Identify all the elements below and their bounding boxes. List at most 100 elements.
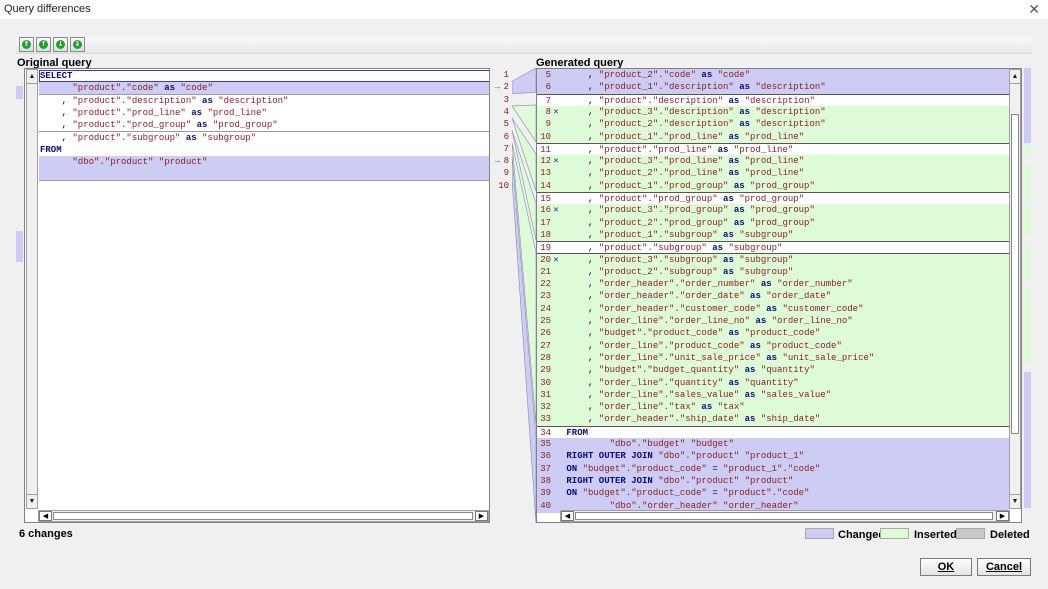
- diff-gutter: 12→345678→910: [490, 68, 512, 523]
- sync-arrow-icon[interactable]: →: [490, 81, 500, 93]
- scroll-left-icon[interactable]: ◀: [39, 511, 52, 521]
- changed-marker[interactable]: [16, 231, 23, 262]
- sql-identifier: "prod_line": [734, 145, 793, 155]
- sql-identifier: "prod_group": [750, 205, 815, 215]
- original-query-pane[interactable]: ▲ ▼ SELECT "product"."code" as "code" , …: [24, 68, 490, 523]
- sql-identifier: "product_1"."prod_line": [599, 132, 723, 142]
- scroll-down-icon[interactable]: ▼: [27, 494, 37, 508]
- sql-identifier: "prod_line": [745, 132, 804, 142]
- code-line: 34 FROM: [537, 426, 1009, 439]
- inserted-marker[interactable]: [1024, 244, 1031, 279]
- scroll-thumb[interactable]: [1011, 114, 1019, 434]
- remove-icon[interactable]: ✕: [551, 106, 561, 119]
- inserted-swatch: [880, 528, 909, 539]
- sync-arrow-icon[interactable]: →: [490, 155, 500, 167]
- line-number: 37: [537, 463, 551, 476]
- next-diff-button[interactable]: ↓: [53, 37, 68, 52]
- code-line: 11 , "product"."prod_line" as "prod_line…: [537, 143, 1009, 156]
- line-number: 28: [537, 352, 551, 365]
- remove-icon[interactable]: ✕: [551, 155, 561, 168]
- sql-identifier: "order_line"."tax": [599, 402, 696, 412]
- sql-text: ,: [566, 119, 598, 129]
- sql-identifier: "product_3"."description": [599, 107, 734, 117]
- sql-keyword: as: [739, 365, 761, 375]
- code-line: 26 , "budget"."product_code" as "product…: [537, 327, 1009, 340]
- inserted-marker[interactable]: [1024, 288, 1031, 363]
- sql-identifier: "description": [755, 82, 825, 92]
- legend-deleted: Deleted: [990, 529, 1030, 541]
- line-number: 35: [537, 438, 551, 451]
- sql-keyword: as: [723, 328, 745, 338]
- sql-text: =: [707, 488, 723, 498]
- right-vertical-scrollbar[interactable]: ▲ ▼: [1009, 69, 1021, 509]
- sql-identifier: "product"."prod_group": [72, 120, 191, 130]
- code-line: 19 , "product"."subgroup" as "subgroup": [537, 241, 1009, 254]
- code-line: 8✕ , "product_3"."description" as "descr…: [537, 106, 1009, 119]
- inserted-marker[interactable]: [1024, 143, 1031, 156]
- code-line: 12✕ , "product_3"."prod_line" as "prod_l…: [537, 155, 1009, 168]
- code-line: 21 , "product_2"."subgroup" as "subgroup…: [537, 266, 1009, 279]
- left-vertical-scrollbar[interactable]: ▲ ▼: [26, 69, 38, 509]
- code-line: 29 , "budget"."budget_quantity" as "quan…: [537, 364, 1009, 377]
- scroll-thumb[interactable]: [53, 512, 473, 520]
- sql-identifier: "prod_group": [750, 218, 815, 228]
- scroll-up-icon[interactable]: ▲: [1010, 70, 1020, 84]
- first-diff-button[interactable]: ⇑: [19, 37, 34, 52]
- sql-keyword: ON: [566, 464, 582, 474]
- code-line: 22 , "order_header"."order_number" as "o…: [537, 278, 1009, 291]
- sql-identifier: "product"."code": [72, 83, 158, 93]
- scroll-down-icon[interactable]: ▼: [1010, 494, 1020, 508]
- remove-icon[interactable]: ✕: [551, 254, 561, 267]
- sql-identifier: "order_line"."quantity": [599, 378, 723, 388]
- prev-diff-button[interactable]: ↑: [36, 37, 51, 52]
- left-horizontal-scrollbar[interactable]: ◀ ▶: [38, 510, 489, 522]
- sql-keyword: as: [761, 353, 783, 363]
- sql-keyword: as: [186, 108, 208, 118]
- sql-text: ,: [566, 243, 598, 253]
- sql-keyword: as: [728, 218, 750, 228]
- generated-query-pane[interactable]: 5 , "product_2"."code" as "code"6 , "pro…: [536, 68, 1022, 523]
- last-diff-icon: ⇓: [73, 40, 82, 49]
- close-icon[interactable]: ✕: [1028, 1, 1040, 17]
- scroll-thumb[interactable]: [575, 512, 993, 520]
- last-diff-button[interactable]: ⇓: [70, 37, 85, 52]
- cancel-button[interactable]: Cancel: [977, 558, 1031, 576]
- scroll-up-icon[interactable]: ▲: [27, 70, 37, 84]
- changed-marker[interactable]: [16, 86, 23, 99]
- code-line: 32 , "order_line"."tax" as "tax": [537, 401, 1009, 414]
- scroll-right-icon[interactable]: ▶: [996, 511, 1009, 521]
- sql-keyword: as: [745, 291, 767, 301]
- scroll-right-icon[interactable]: ▶: [475, 511, 488, 521]
- sql-keyword: as: [745, 341, 767, 351]
- inserted-marker[interactable]: [1024, 165, 1031, 200]
- sql-text: ,: [566, 390, 598, 400]
- right-horizontal-scrollbar[interactable]: ◀ ▶: [560, 510, 1010, 522]
- line-number: 10: [537, 131, 551, 144]
- sql-identifier: "product"."description": [599, 96, 723, 106]
- line-number: 26: [537, 327, 551, 340]
- line-number: 14: [537, 180, 551, 193]
- sql-keyword: as: [197, 96, 219, 106]
- sql-identifier: "quantity": [761, 365, 815, 375]
- line-number: 9: [491, 167, 509, 179]
- changed-marker[interactable]: [1024, 68, 1031, 143]
- changed-marker[interactable]: [1024, 372, 1031, 508]
- inserted-marker[interactable]: [1024, 204, 1031, 235]
- code-line: "dbo"."product" "product": [39, 156, 490, 169]
- code-line: 7 , "product"."description" as "descript…: [537, 94, 1009, 107]
- sql-text: ,: [566, 378, 598, 388]
- prev-diff-icon: ↑: [39, 40, 48, 49]
- sql-identifier: "order_line"."order_line_no": [599, 316, 750, 326]
- line-number: 21: [537, 266, 551, 279]
- code-line: 39 ON "budget"."product_code" = "product…: [537, 487, 1009, 500]
- sql-keyword: as: [739, 390, 761, 400]
- sql-identifier: "order_line"."sales_value": [599, 390, 739, 400]
- ok-button[interactable]: OK: [920, 558, 972, 576]
- remove-icon[interactable]: ✕: [551, 204, 561, 217]
- line-number: 5: [537, 69, 551, 82]
- sql-identifier: "subgroup": [739, 230, 793, 240]
- scroll-left-icon[interactable]: ◀: [561, 511, 574, 521]
- sql-text: ,: [566, 255, 598, 265]
- diff-connector: [512, 68, 536, 523]
- line-number: 33: [537, 413, 551, 426]
